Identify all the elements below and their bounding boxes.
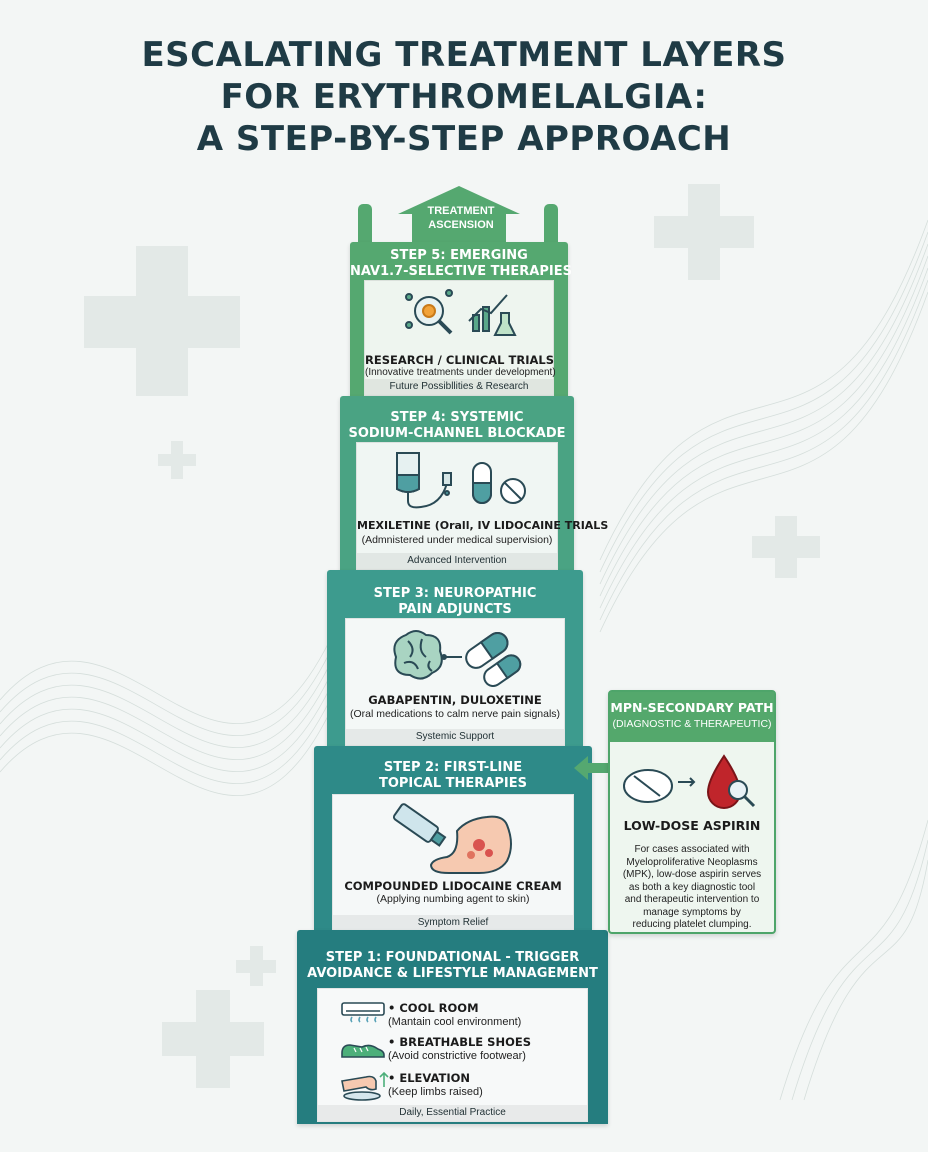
chart-flask-icon	[468, 294, 517, 336]
step-5-heading: STEP 5: EMERGING NAV1.7-SELECTIVE THERAP…	[350, 248, 572, 279]
step-2-footer: Symptom Relief	[417, 917, 489, 928]
mpn-secondary-path-box: MPN-SECONDARY PATH (DIAGNOSTIC & THERAPE…	[608, 690, 776, 934]
page-title: ESCALATING TREATMENT LAYERS FOR ERYTHROM…	[0, 34, 928, 160]
air-conditioner-icon	[341, 1002, 385, 1023]
mpn-heading: MPN-SECONDARY PATH (DIAGNOSTIC & THERAPE…	[610, 692, 774, 742]
step-4-footer: Advanced Intervention	[407, 555, 507, 566]
mpn-treatment: LOW-DOSE ASPIRIN	[623, 818, 761, 833]
step-5-treatment: RESEARCH / CLINICAL TRIALS	[365, 353, 554, 367]
step-1-footer: Daily, Essential Practice	[399, 1107, 506, 1118]
step-2-treatment: COMPOUNDED LIDOCAINE CREAM	[344, 879, 562, 893]
step-2-block: STEP 2: FIRST-LINE TOPICAL THERAPIES COM…	[314, 746, 592, 934]
step-5-description: (Innovative treatments under development…	[365, 367, 556, 378]
step-5-panel: RESEARCH / CLINICAL TRIALS (Innovative t…	[364, 280, 556, 396]
step-4-panel: MEXILETINE (Orall, IV LIDOCAINE TRIALS (…	[356, 442, 609, 570]
title-line-3: A STEP-BY-STEP APPROACH	[196, 119, 732, 159]
ascension-label: TREATMENT ASCENSION	[427, 205, 495, 231]
step-1-block: STEP 1: FOUNDATIONAL - TRIGGER AVOIDANCE…	[297, 930, 608, 1124]
ascension-arrow-icon	[358, 186, 558, 246]
cream-tube-foot-icon	[392, 803, 512, 874]
step-3-treatment: GABAPENTIN, DULOXETINE	[368, 693, 542, 707]
step-3-footer: Systemic Support	[415, 731, 495, 742]
title-line-1: ESCALATING TREATMENT LAYERS	[141, 35, 787, 75]
shoe-icon	[341, 1044, 385, 1058]
wave-lines-decoration	[0, 219, 928, 1101]
step-1-panel: • COOL ROOM (Mantain cool environment) •…	[317, 988, 588, 1122]
lifestyle-item-cool-room: • COOL ROOM (Mantain cool environment)	[388, 1001, 522, 1028]
step-2-heading: STEP 2: FIRST-LINE TOPICAL THERAPIES	[378, 760, 527, 791]
lifestyle-item-elevation: • ELEVATION (Keep limbs raised)	[388, 1071, 483, 1098]
aspirin-blood-drop-icon	[623, 754, 756, 809]
step-1-heading: STEP 1: FOUNDATIONAL - TRIGGER AVOIDANCE…	[307, 950, 598, 981]
mpn-arrow-icon	[574, 756, 612, 780]
step-3-description: (Oral medications to calm nerve pain sig…	[349, 708, 561, 720]
research-magnifier-icon	[405, 289, 517, 336]
lifestyle-item-breathable-shoes: • BREATHABLE SHOES (Avoid constrictive f…	[388, 1035, 531, 1062]
step-3-panel: GABAPENTIN, DULOXETINE (Oral medications…	[345, 618, 565, 746]
step-4-description: (Admnistered under medical supervision)	[361, 534, 553, 546]
step-2-panel: COMPOUNDED LIDOCAINE CREAM (Applying num…	[332, 794, 574, 932]
step-3-block: STEP 3: NEUROPATHIC PAIN ADJUNCTS GABAPE…	[327, 570, 583, 748]
step-4-block: STEP 4: SYSTEMIC SODIUM-CHANNEL BLOCKADE…	[340, 396, 609, 572]
mpn-description: For cases associated with Myeloprolifera…	[622, 844, 762, 930]
iv-drip-pill-icon	[396, 452, 526, 509]
step-5-footer: Future Possibllities & Research	[389, 381, 529, 392]
elevated-leg-icon	[341, 1071, 389, 1101]
plus-shape-decoration	[84, 184, 820, 1088]
brain-capsule-icon	[393, 630, 522, 687]
step-4-heading: STEP 4: SYSTEMIC SODIUM-CHANNEL BLOCKADE	[348, 410, 566, 441]
step-4-treatment: MEXILETINE (Orall, IV LIDOCAINE TRIALS	[357, 519, 609, 532]
step-5-block: STEP 5: EMERGING NAV1.7-SELECTIVE THERAP…	[350, 242, 572, 398]
step-3-heading: STEP 3: NEUROPATHIC PAIN ADJUNCTS	[373, 586, 537, 617]
title-line-2: FOR ERYTHROMELALGIA:	[220, 77, 708, 117]
step-2-description: (Applying numbing agent to skin)	[376, 893, 530, 905]
